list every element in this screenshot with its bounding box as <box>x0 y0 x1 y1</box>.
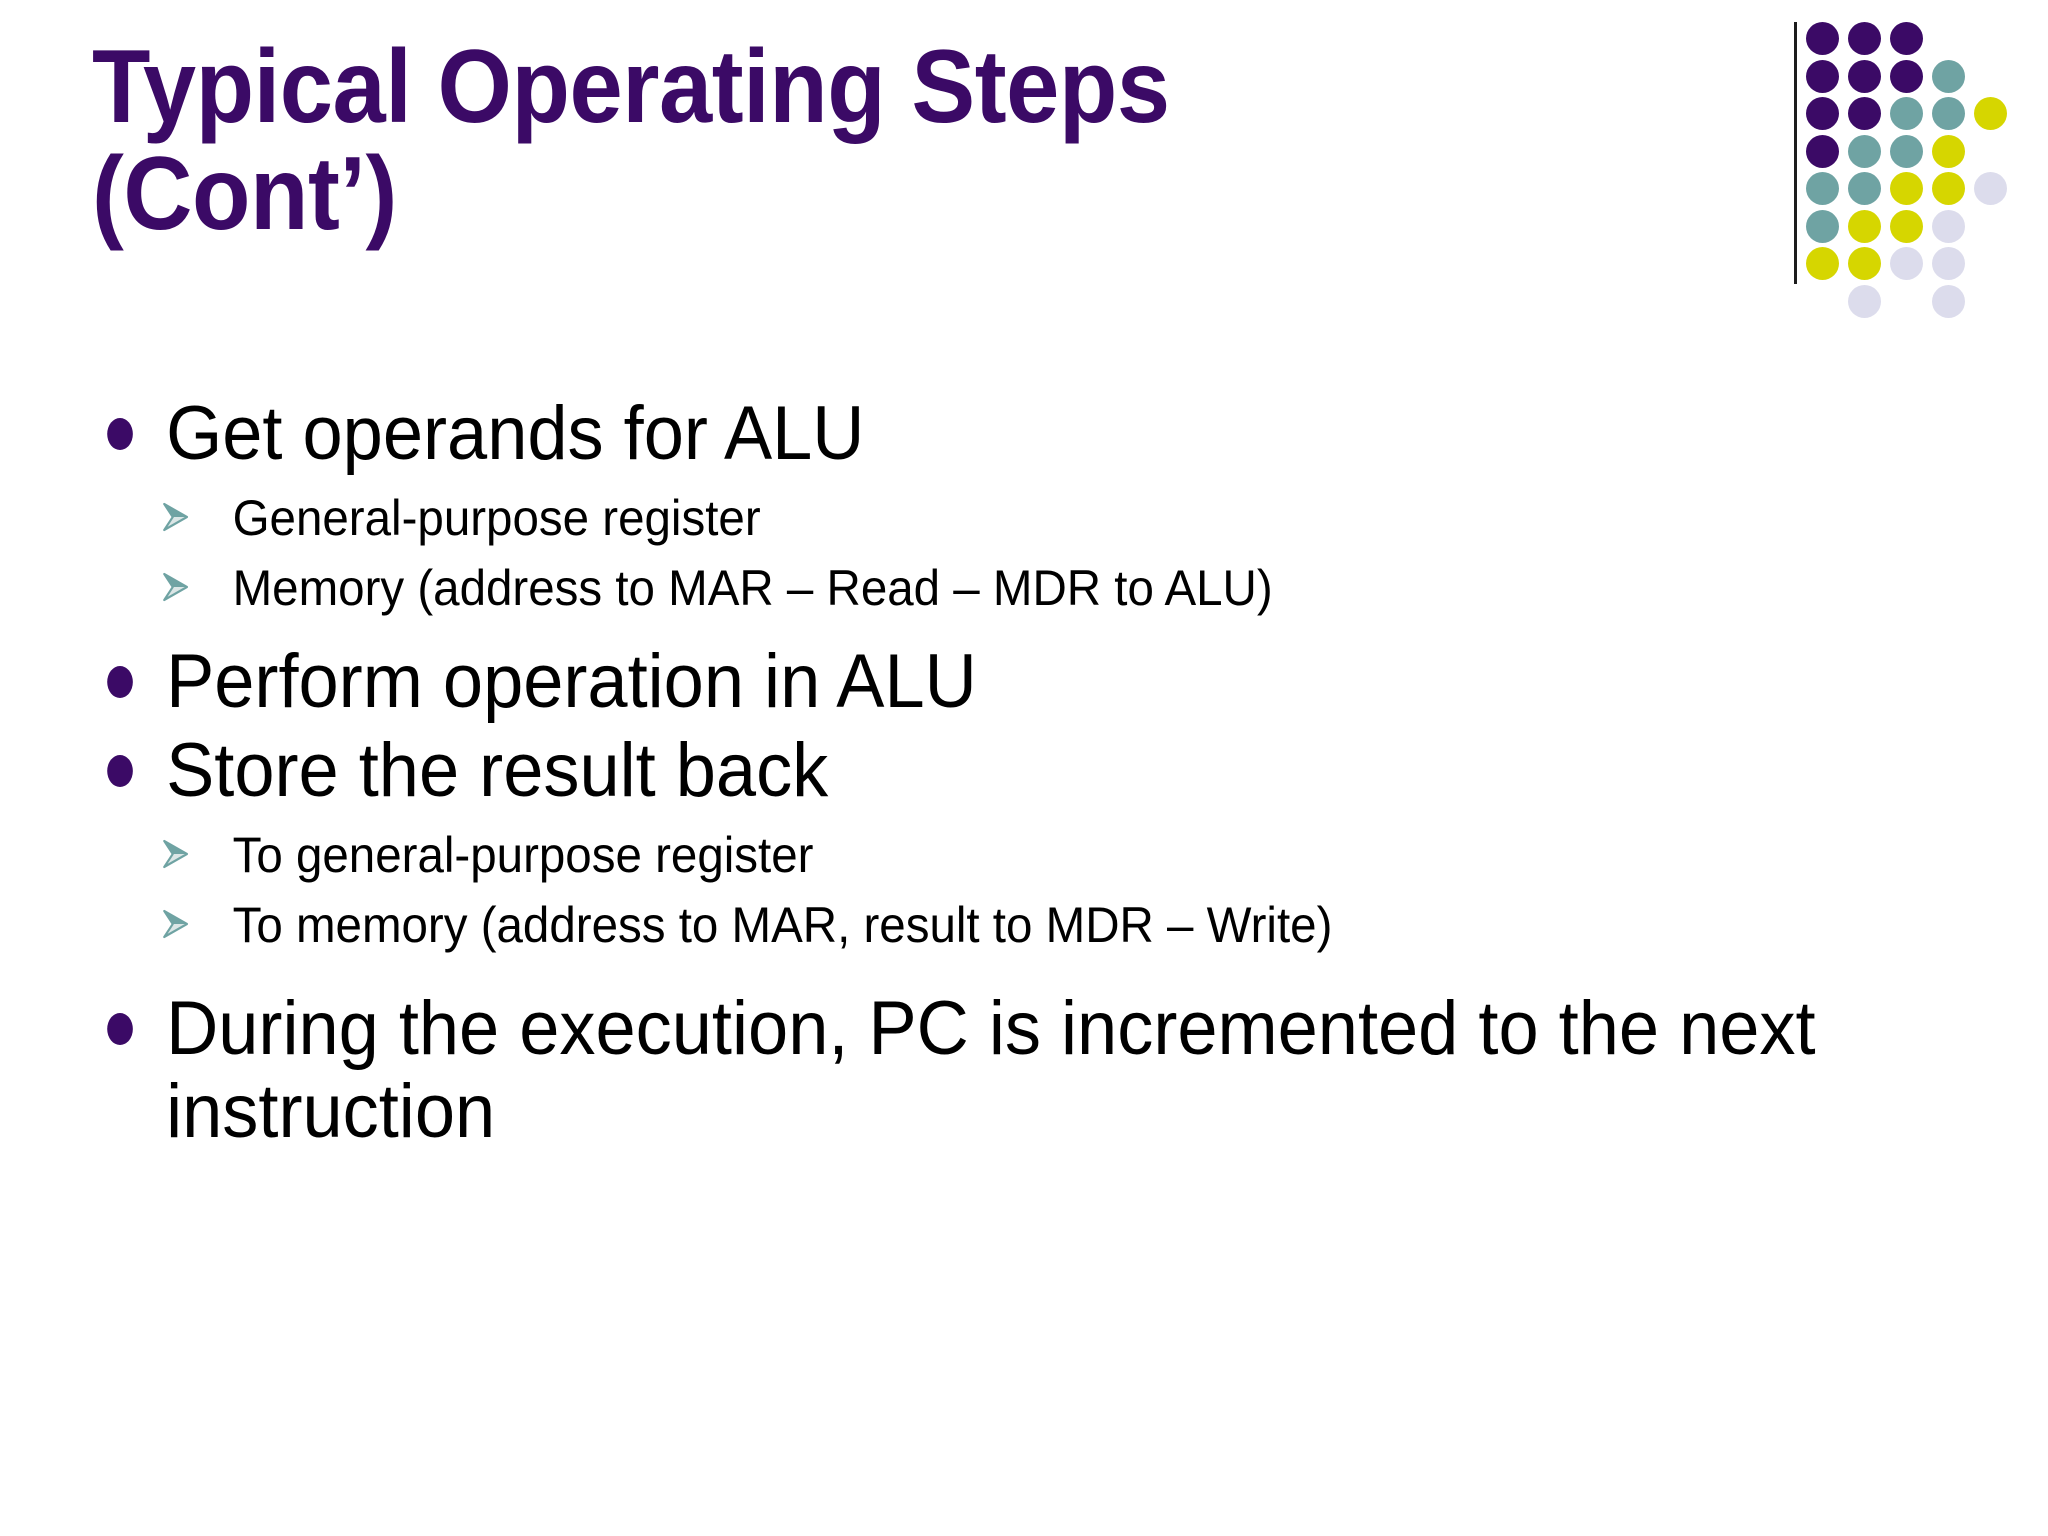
bullet-level2-to-general-purpose-register: To general-purpose register <box>92 827 2048 883</box>
bullet-level1-label: Perform operation in ALU <box>166 638 977 724</box>
decorative-dot-yellow <box>1932 172 1965 205</box>
arrowhead-icon <box>163 839 189 868</box>
decorative-dot-lavender <box>1890 247 1923 280</box>
decorative-dot-yellow <box>1848 209 1881 243</box>
decorative-dot-purple <box>1848 59 1881 93</box>
vertical-rule-divider <box>1794 22 1797 284</box>
arrowhead-icon <box>163 572 189 601</box>
decorative-dot-lavender <box>1932 247 1965 280</box>
decorative-dot-purple <box>1848 22 1881 55</box>
decorative-dot-yellow <box>1890 209 1923 243</box>
decorative-dot-teal <box>1932 59 1965 93</box>
bullet-dot-icon <box>107 1012 133 1045</box>
bullet-level1-get-operands: Get operands for ALU <box>92 392 2028 476</box>
bullet-level2-label: To memory (address to MAR, result to MDR… <box>232 896 1333 953</box>
bullet-level1-pc-increment: During the execution, PC is incremented … <box>92 987 2028 1154</box>
bullet-level2-to-memory-write: To memory (address to MAR, result to MDR… <box>92 897 2048 953</box>
decorative-dot-purple <box>1806 59 1839 93</box>
decorative-dot-teal <box>1806 172 1839 205</box>
decorative-dot-yellow <box>1806 247 1839 280</box>
bullet-dot-icon <box>107 665 133 698</box>
bullet-level1-perform-operation: Perform operation in ALU <box>92 638 2028 724</box>
decorative-dot-yellow <box>1848 247 1881 280</box>
decorative-dot-yellow <box>1932 134 1965 168</box>
decorative-dot-purple <box>1890 59 1923 93</box>
bullet-level2-general-purpose-register: General-purpose register <box>92 490 2048 546</box>
decorative-dot-teal <box>1848 134 1881 168</box>
dot-grid-motif <box>1806 22 2036 318</box>
bullet-level1-label: Get operands for ALU <box>166 391 865 476</box>
decorative-dot-lavender <box>1932 284 1965 318</box>
decorative-dot-lavender <box>1974 172 2007 205</box>
spacer <box>92 967 1982 987</box>
bullet-dot-icon <box>107 418 133 450</box>
decorative-dot-purple <box>1806 22 1839 55</box>
decorative-dot-purple <box>1806 134 1839 168</box>
bullet-level2-memory-read: Memory (address to MAR – Read – MDR to A… <box>92 560 2048 616</box>
slide-body: Get operands for ALU General-purpose reg… <box>92 392 1982 1160</box>
decorative-dot-teal <box>1806 209 1839 243</box>
decorative-dot-teal <box>1890 97 1923 130</box>
decorative-dot-teal <box>1932 97 1965 130</box>
bullet-level2-label: To general-purpose register <box>232 826 814 883</box>
page-title: Typical Operating Steps (Cont’) <box>92 29 1170 253</box>
decorative-dot-yellow <box>1890 172 1923 205</box>
arrowhead-icon <box>163 909 189 938</box>
bullet-level1-store-result: Store the result back <box>92 729 2028 813</box>
decorative-dot-teal <box>1890 134 1923 168</box>
decorative-dot-yellow <box>1974 97 2007 130</box>
bullet-level2-label: Memory (address to MAR – Read – MDR to A… <box>232 559 1273 616</box>
bullet-level1-label: Store the result back <box>166 728 829 814</box>
decorative-dot-purple <box>1806 97 1839 130</box>
bullet-dot-icon <box>107 755 133 788</box>
decorative-dot-teal <box>1848 172 1881 205</box>
decorative-dot-lavender <box>1848 284 1881 318</box>
bullet-level2-label: General-purpose register <box>232 489 761 546</box>
arrowhead-icon <box>163 502 189 531</box>
decorative-dot-lavender <box>1932 209 1965 243</box>
bullet-level1-label: During the execution, PC is incremented … <box>166 985 1816 1155</box>
decorative-dot-purple <box>1848 97 1881 130</box>
decorative-dot-purple <box>1890 22 1923 55</box>
